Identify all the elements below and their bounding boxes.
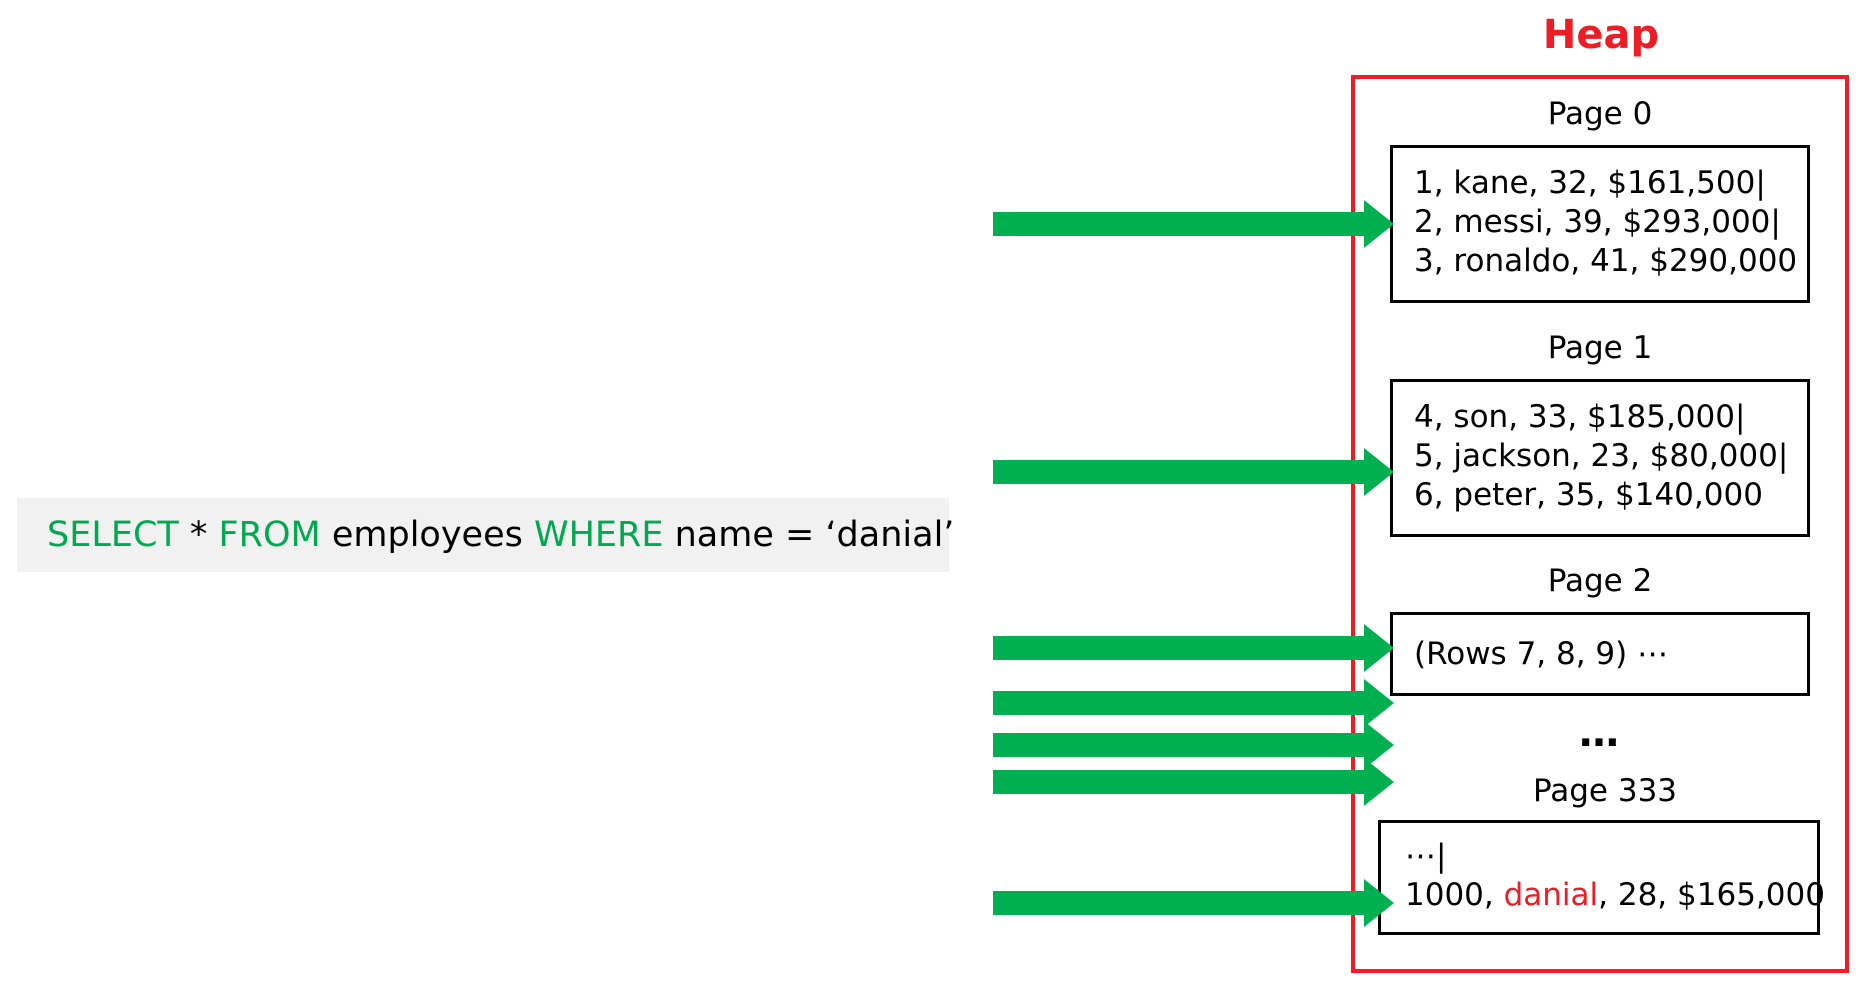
- scan-arrow: [993, 758, 1394, 806]
- pages-gap-ellipsis: …: [1579, 710, 1621, 756]
- scan-arrow: [993, 679, 1394, 727]
- page-label-0: Page 0: [1547, 96, 1653, 132]
- scan-arrow: [993, 721, 1394, 769]
- page-box-0: 1, kane, 32, $161,500| 2, messi, 39, $29…: [1390, 145, 1810, 303]
- page-box-333: ⋯| 1000, danial, 28, $165,000: [1378, 820, 1825, 935]
- heap-container: [1351, 75, 1849, 973]
- record-row-match: 1000, danial, 28, $165,000: [1405, 876, 1825, 915]
- record-row: 3, ronaldo, 41, $290,000: [1414, 243, 1798, 279]
- row-prefix: 1000,: [1405, 877, 1504, 913]
- sql-query: SELECT * FROM employees WHERE name = ‘da…: [17, 498, 954, 572]
- record-row: 1, kane, 32, $161,500|: [1414, 165, 1766, 201]
- row-suffix: , 28, $165,000: [1598, 877, 1825, 913]
- record-row: 6, peter, 35, $140,000: [1414, 477, 1763, 513]
- record-row: ⋯|: [1405, 838, 1447, 874]
- sql-text: employees: [320, 515, 534, 555]
- sql-text: name = ‘danial’: [663, 515, 955, 555]
- page-label-1: Page 1: [1547, 330, 1653, 366]
- sql-keyword: SELECT: [47, 515, 179, 555]
- page-label-2: Page 2: [1547, 563, 1653, 599]
- scan-arrow: [993, 448, 1394, 496]
- sql-keyword: WHERE: [533, 515, 664, 555]
- sql-keyword: FROM: [218, 515, 321, 555]
- scan-arrow: [993, 200, 1394, 248]
- heap-title: Heap: [1542, 12, 1660, 58]
- page-box-1: 4, son, 33, $185,000| 5, jackson, 23, $8…: [1390, 379, 1810, 537]
- matched-name: danial: [1503, 877, 1599, 913]
- sql-text: *: [178, 515, 219, 555]
- record-row: (Rows 7, 8, 9) ⋯: [1414, 636, 1669, 672]
- scan-arrow: [993, 879, 1394, 927]
- record-row: 5, jackson, 23, $80,000|: [1414, 438, 1789, 474]
- record-row: 4, son, 33, $185,000|: [1414, 399, 1746, 435]
- record-row: 2, messi, 39, $293,000|: [1414, 204, 1781, 240]
- scan-arrow: [993, 624, 1394, 672]
- page-box-2: (Rows 7, 8, 9) ⋯: [1390, 612, 1810, 696]
- page-label-333: Page 333: [1532, 773, 1678, 809]
